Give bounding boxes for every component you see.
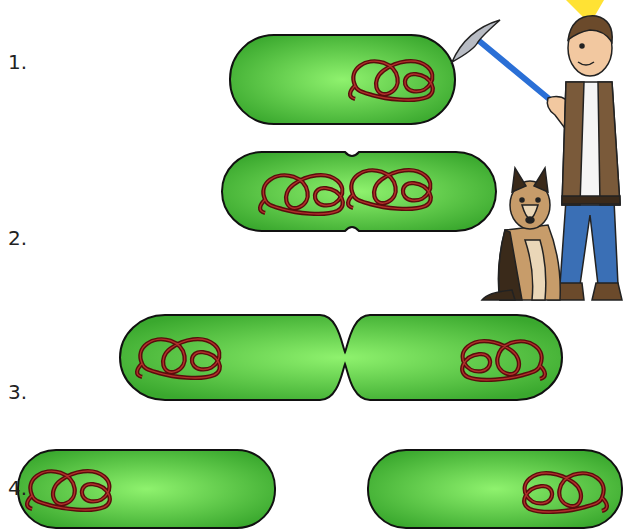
dna-loop [348,170,431,209]
dividing-cell [222,152,496,231]
step-number: 1. [8,50,27,74]
step-number: 2. [8,226,27,250]
dna-loop [137,339,220,378]
daughter-cell [368,450,622,528]
dna-loop [260,175,343,214]
dna-loop [350,61,433,100]
dna-loop [524,473,607,512]
step-number: 3. [8,380,27,404]
step-number: 4. [8,476,27,500]
pinching-cell [120,315,562,400]
dog-figure [482,168,560,300]
dna-loop [462,341,545,380]
miner-figure [452,16,622,300]
dna-loop [27,471,110,510]
bacterium-cell [230,35,455,124]
daughter-cell [18,450,275,528]
